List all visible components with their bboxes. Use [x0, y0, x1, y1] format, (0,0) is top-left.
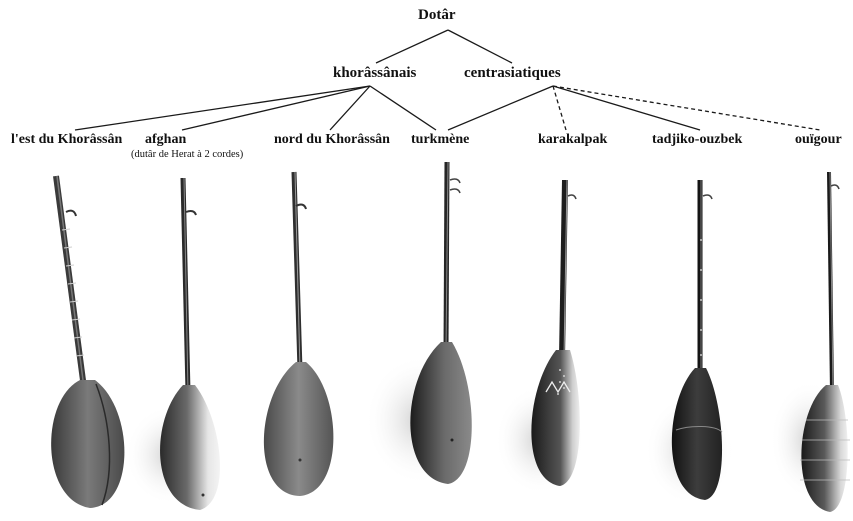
instrument-tadjiko	[645, 180, 735, 505]
instrument-nord	[264, 172, 334, 496]
instrument-afghan	[125, 178, 220, 510]
instrument-ouigour	[770, 172, 850, 512]
instrument-est	[51, 176, 124, 508]
instrument-karakalpak	[495, 180, 585, 495]
instrument-turkmene	[365, 162, 475, 485]
